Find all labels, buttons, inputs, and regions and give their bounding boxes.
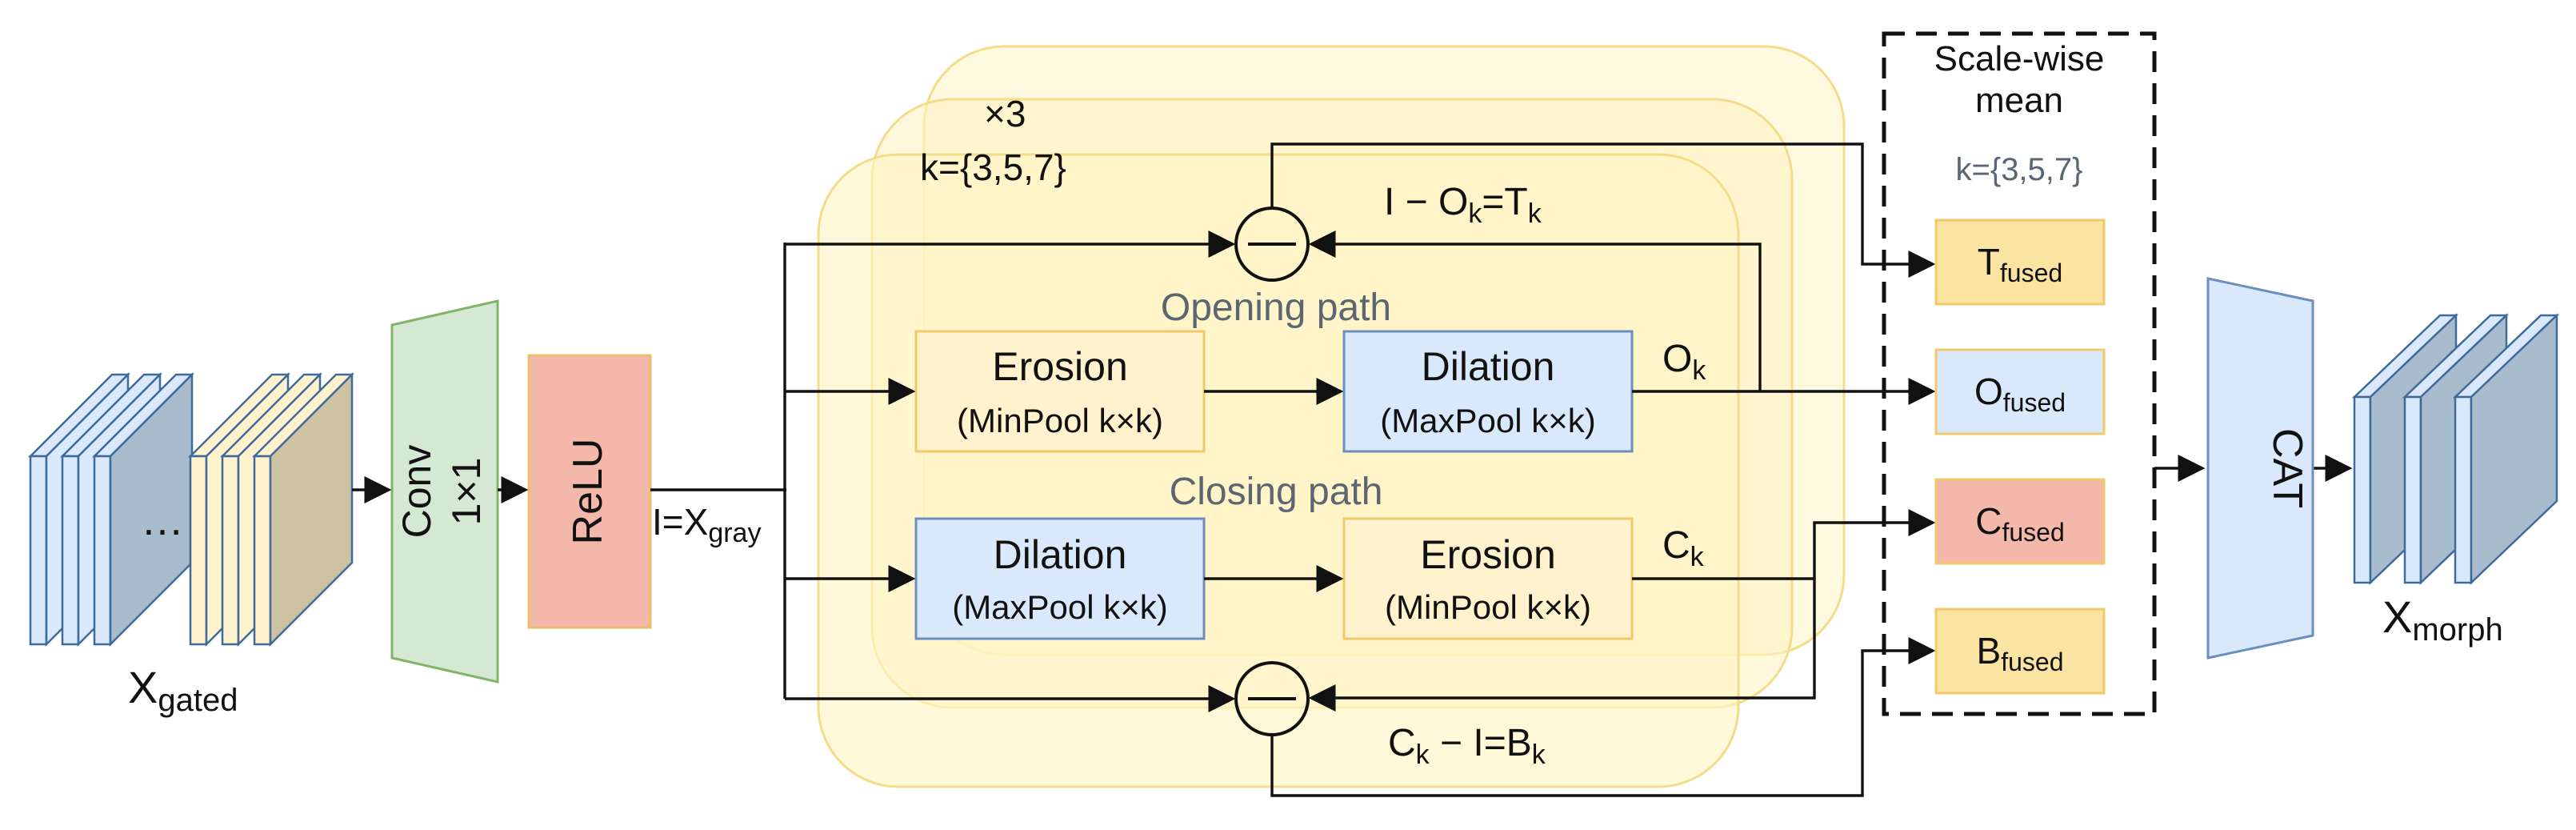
relu-block — [527, 354, 652, 629]
blackhat-equation: Ck − I=Bk — [1388, 722, 1546, 770]
input-feature-stack: … — [27, 371, 355, 648]
t-fused-label: Tfused — [1978, 241, 2062, 287]
o-fused-label: Ofused — [1974, 371, 2066, 417]
opening-output-label: Ok — [1662, 338, 1706, 386]
opening-dilation-op: (MaxPool k×k) — [1380, 402, 1596, 439]
repeat-kernels-label: k={3,5,7} — [920, 146, 1066, 188]
input-yellow-slab-3-front — [253, 455, 272, 646]
closing-erosion-block — [1342, 517, 1634, 640]
b-fused-block — [1934, 607, 2106, 695]
c-fused-block — [1934, 478, 2106, 565]
t-fused-block — [1934, 219, 2106, 306]
output-slab-1-front — [2353, 395, 2372, 584]
gray-image-label: I=Xgray — [652, 501, 761, 548]
scale-wise-mean-subtitle: mean — [1975, 81, 2063, 120]
output-slab-3-side — [2470, 313, 2558, 585]
input-label: Xgated — [128, 662, 238, 718]
scale-wise-mean-title: Scale-wise — [1934, 39, 2105, 78]
closing-path-title: Closing path — [1170, 471, 1383, 513]
conv-label: Conv — [394, 445, 439, 539]
cat-block — [2206, 277, 2314, 660]
output-slab-2-front — [2403, 395, 2422, 584]
tophat-equation: I − Ok=Tk — [1384, 181, 1542, 229]
opening-path-title: Opening path — [1161, 287, 1391, 329]
closing-dilation-block — [914, 517, 1206, 640]
cat-label: CAT — [2264, 428, 2310, 508]
wire-closing-to-cfused — [1813, 509, 1936, 579]
output-slab-3-front — [2454, 395, 2473, 584]
c-fused-label: Cfused — [1975, 500, 2065, 547]
wire-closing-output — [1308, 577, 1816, 712]
opening-dilation-block — [1342, 330, 1634, 453]
scale-wise-mean-box — [1882, 31, 2157, 716]
b-fused-label: Bfused — [1977, 630, 2064, 676]
opening-dilation-name: Dilation — [1422, 344, 1555, 389]
closing-erosion-name: Erosion — [1420, 532, 1556, 577]
closing-output-label: Ck — [1662, 524, 1705, 572]
closing-dilation-name: Dilation — [994, 532, 1127, 577]
closing-dilation-op: (MaxPool k×k) — [952, 588, 1168, 626]
input-ellipsis: … — [141, 496, 184, 544]
opening-erosion-name: Erosion — [992, 344, 1128, 389]
scale-wise-mean-kernels: k={3,5,7} — [1955, 152, 2082, 187]
output-feature-stack — [2351, 313, 2560, 585]
relu-label: ReLU — [565, 439, 611, 545]
input-blue-slab-2-front — [61, 455, 80, 646]
conv-block — [390, 299, 499, 684]
input-blue-slab-1-front — [29, 455, 48, 646]
output-label: Xmorph — [2382, 591, 2503, 648]
input-yellow-slab-2-front — [221, 455, 240, 646]
input-yellow-slab-1-front — [189, 455, 208, 646]
repeat-times-label: ×3 — [984, 93, 1026, 134]
o-fused-block — [1934, 348, 2106, 435]
closing-erosion-op: (MinPool k×k) — [1385, 588, 1591, 626]
input-blue-slab-3-front — [93, 455, 112, 646]
input-yellow-slab-3-side — [269, 371, 354, 648]
wire-opening-to-tophat — [1308, 231, 1762, 391]
conv-kernel-label: 1×1 — [444, 458, 489, 526]
opening-erosion-op: (MinPool k×k) — [957, 402, 1163, 439]
